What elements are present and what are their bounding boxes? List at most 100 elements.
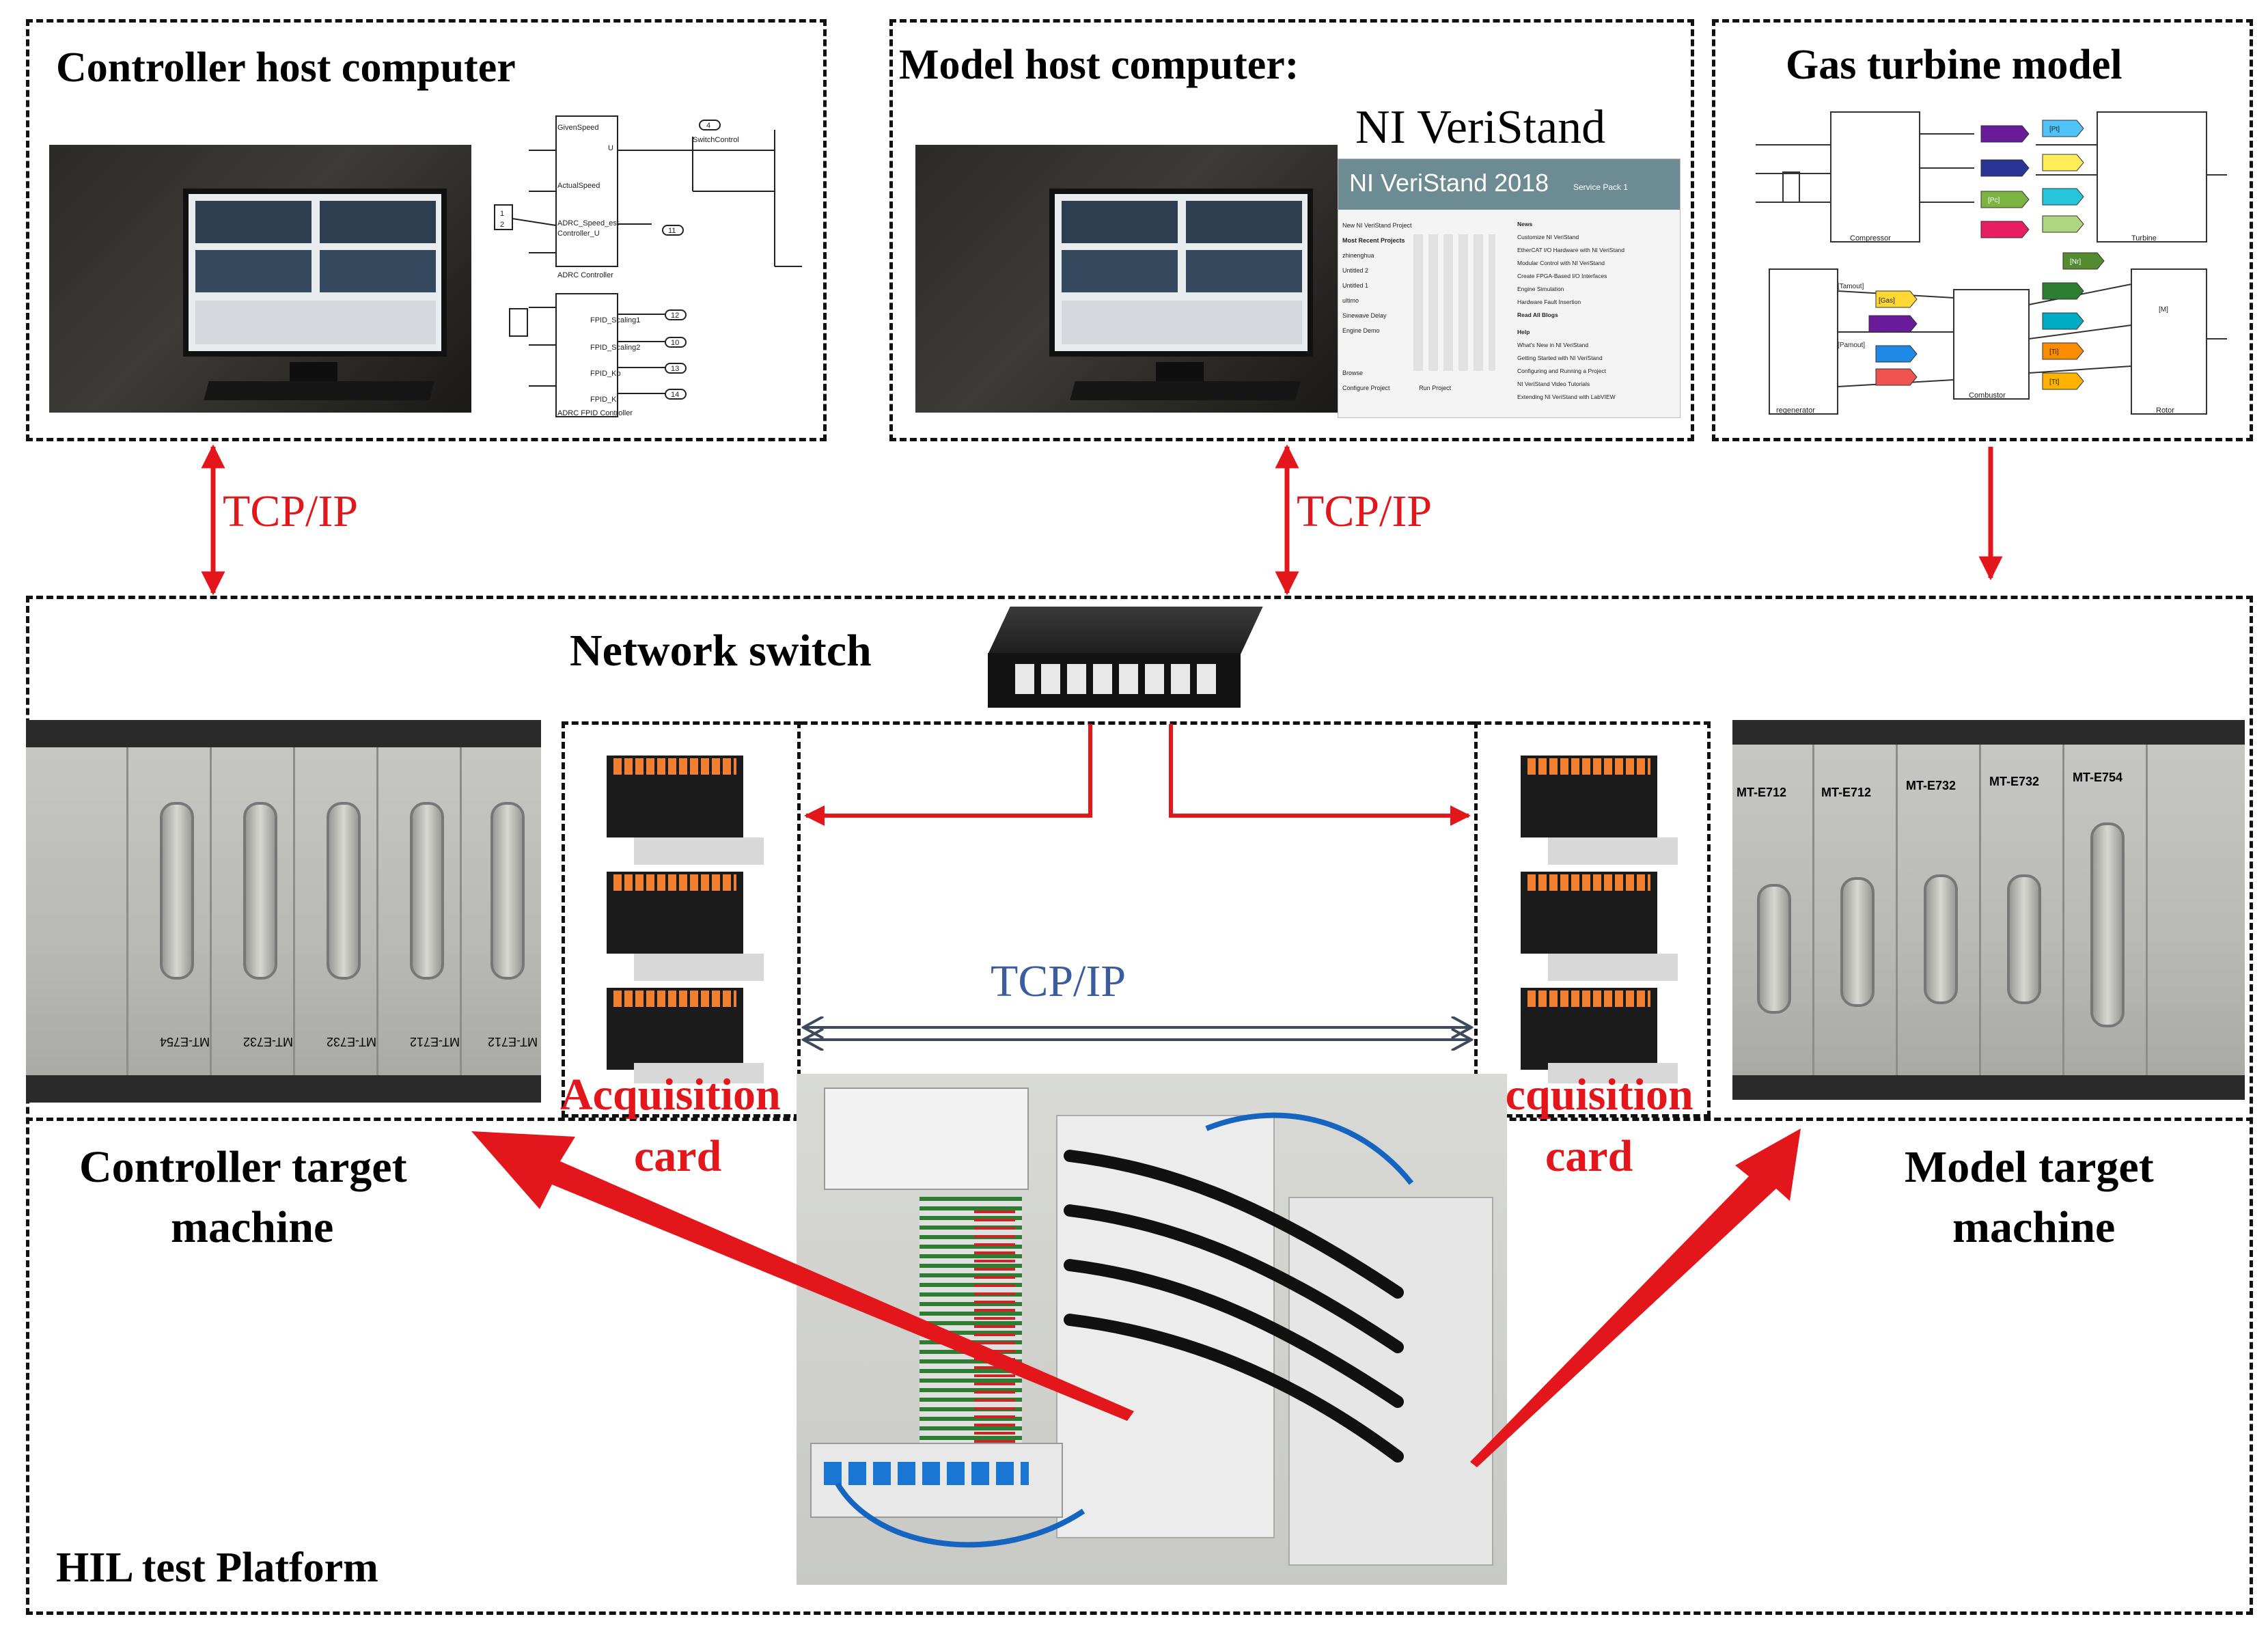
diagram-const-2a: 2	[500, 221, 504, 229]
veristand-start-screen: NI VeriStand 2018 Service Pack 1 New NI …	[1338, 158, 1681, 418]
cabinet-to-controller-arrow	[471, 1131, 1134, 1421]
db-connector	[410, 802, 444, 980]
model-host-title: Model host computer:	[899, 42, 1299, 88]
veristand-help-item[interactable]: What's New in NI VeriStand	[1517, 342, 1589, 348]
rack-module-label: MT-E732	[1989, 775, 2040, 788]
diagram-label-u: U	[608, 144, 613, 152]
rack-module	[213, 747, 295, 1075]
model-target-rack-photo: MT-E712 MT-E712 MT-E732 MT-E732 MT-E754	[1732, 720, 2245, 1100]
veristand-item[interactable]: New NI VeriStand Project	[1342, 222, 1412, 229]
veristand-news-item[interactable]: Read All Blogs	[1517, 311, 1558, 318]
diagram-label-actual-speed: ActualSpeed	[557, 182, 600, 190]
veristand-item[interactable]: Browse	[1342, 370, 1364, 376]
switch-to-left-card-arrow	[804, 724, 1092, 826]
model-monitor-photo	[915, 145, 1338, 413]
turbine-tag: [M]	[2159, 306, 2168, 314]
turbine-tag: [Pt]	[2049, 126, 2060, 133]
turbine-block-turbine: Turbine	[2131, 234, 2157, 243]
model-target-line1: Model target	[1905, 1142, 2154, 1192]
left-tcp-label: TCP/IP	[223, 486, 358, 536]
monitor-screen	[183, 189, 447, 357]
veristand-software-label: NI VeriStand	[1355, 101, 1606, 154]
controller-monitor-photo	[49, 145, 471, 413]
veristand-item[interactable]: zhinenghua	[1342, 252, 1374, 259]
turbine-block-regenerator: regenerator	[1776, 406, 1815, 415]
diagram-const-13: 13	[671, 365, 679, 373]
middle-tcp-label: TCP/IP	[1297, 486, 1432, 536]
diagram-label-adrc-controller: ADRC Controller	[557, 271, 613, 279]
turbine-block-rotor: Rotor	[2156, 406, 2174, 415]
diagram-label-given-speed: GivenSpeed	[557, 124, 599, 132]
rack-module	[296, 747, 378, 1075]
acquisition-card-left-box	[562, 721, 801, 1118]
cabinet-to-model-arrow	[1470, 1128, 1801, 1467]
veristand-configure-project[interactable]: Configure Project	[1342, 385, 1390, 391]
switch-ports	[1015, 664, 1220, 694]
veristand-help-item[interactable]: Configuring and Running a Project	[1517, 368, 1606, 374]
acquisition-card-left-line2: card	[634, 1131, 722, 1181]
diagram-label-fpid-scaling2: FPID_Scaling2	[590, 344, 640, 352]
veristand-news-item[interactable]: Hardware Fault Insertion	[1517, 299, 1581, 305]
veristand-news-item[interactable]: Customize NI VeriStand	[1517, 234, 1579, 240]
veristand-item[interactable]: Untitled 2	[1342, 267, 1369, 274]
db-connector	[1840, 877, 1875, 1007]
acquisition-card-right-line1: Acquisition	[1473, 1070, 1693, 1120]
diagram-label-fpid-ki: FPID_Ki	[590, 396, 618, 404]
veristand-help-item[interactable]: Extending NI VeriStand with LabVIEW	[1517, 393, 1616, 400]
veristand-help-item[interactable]: NI VeriStand Video Tutorials	[1517, 380, 1590, 387]
veristand-item[interactable]: Engine Demo	[1342, 327, 1380, 334]
monitor-stand	[290, 362, 337, 381]
hil-platform-box	[26, 596, 2253, 1615]
diagram-const-1a: 1	[500, 210, 504, 218]
db-connector	[2007, 874, 2041, 1004]
turbine-tag: [Gas]	[1879, 297, 1895, 305]
veristand-news-item[interactable]: Engine Simulation	[1517, 286, 1564, 292]
inner-tcp-label: TCP/IP	[991, 956, 1126, 1006]
diagram-label-fpid-kp: FPID_Kp	[590, 370, 621, 378]
acquisition-top-divider	[801, 721, 1474, 725]
acquisition-card-left-photo	[593, 749, 771, 1083]
veristand-banner-text: NI VeriStand 2018	[1349, 169, 1549, 197]
turbine-tag: [Ti]	[2049, 348, 2059, 356]
diagram-label-adrc-fpid: ADRC FPID Controller	[557, 409, 633, 417]
turbine-block-compressor: Compressor	[1850, 234, 1891, 243]
veristand-left-panel: New NI VeriStand Project Most Recent Pro…	[1342, 218, 1493, 416]
diagram-const-4: 4	[706, 122, 710, 130]
hil-platform-title: HIL test Platform	[56, 1545, 378, 1591]
veristand-banner-sub: Service Pack 1	[1573, 182, 1629, 192]
db-connector	[160, 802, 194, 980]
veristand-news-header: News	[1517, 221, 1533, 227]
veristand-item[interactable]: Untitled 1	[1342, 282, 1369, 289]
veristand-help-header: Help	[1517, 329, 1530, 335]
diagram-label-switch-control: SwitchControl	[693, 136, 739, 144]
veristand-banner: NI VeriStand 2018 Service Pack 1	[1338, 159, 1680, 210]
db-connector	[243, 802, 277, 980]
rack-module	[130, 747, 212, 1075]
network-switch-label: Network switch	[570, 626, 872, 676]
veristand-item[interactable]: Sinewave Delay	[1342, 312, 1387, 319]
veristand-item[interactable]: ultimo	[1342, 297, 1359, 304]
gas-turbine-diagram: Compressor Turbine regenerator Combustor…	[1756, 111, 2227, 415]
rack-module-label: MT-E712	[1821, 786, 1872, 799]
acquisition-card-right-photo	[1507, 749, 1685, 1083]
db-connector	[1924, 874, 1958, 1004]
veristand-news-item[interactable]: EtherCAT I/O Hardware with NI VeriStand	[1517, 247, 1624, 253]
diagram-const-11: 11	[668, 227, 676, 235]
rack-module-label: MT-E712	[1737, 786, 1787, 799]
gas-turbine-title: Gas turbine model	[1786, 42, 2122, 88]
veristand-news-item[interactable]: Create FPGA-Based I/O Interfaces	[1517, 273, 1607, 279]
turbine-tag: [Nr]	[2070, 258, 2081, 266]
turbine-block-combustor: Combustor	[1969, 391, 2006, 400]
turbine-tag: [Tt]	[2049, 378, 2060, 386]
veristand-news-item[interactable]: Modular Control with NI VeriStand	[1517, 260, 1605, 266]
turbine-tag: [Tamout]	[1838, 283, 1864, 290]
veristand-help-item[interactable]: Getting Started with NI VeriStand	[1517, 355, 1603, 361]
controller-simulink-diagram: GivenSpeed ActualSpeed ADRC_Speed_est Co…	[494, 115, 802, 417]
diagram-label-controller-u: Controller_U	[557, 230, 600, 238]
model-monitor-screen	[1049, 189, 1313, 357]
diagram-label-adrc-speed-est: ADRC_Speed_est	[557, 219, 619, 227]
veristand-run-project[interactable]: Run Project	[1419, 385, 1452, 391]
model-target-line2: machine	[1952, 1202, 2116, 1252]
cabinet-power-supply	[824, 1088, 1029, 1190]
